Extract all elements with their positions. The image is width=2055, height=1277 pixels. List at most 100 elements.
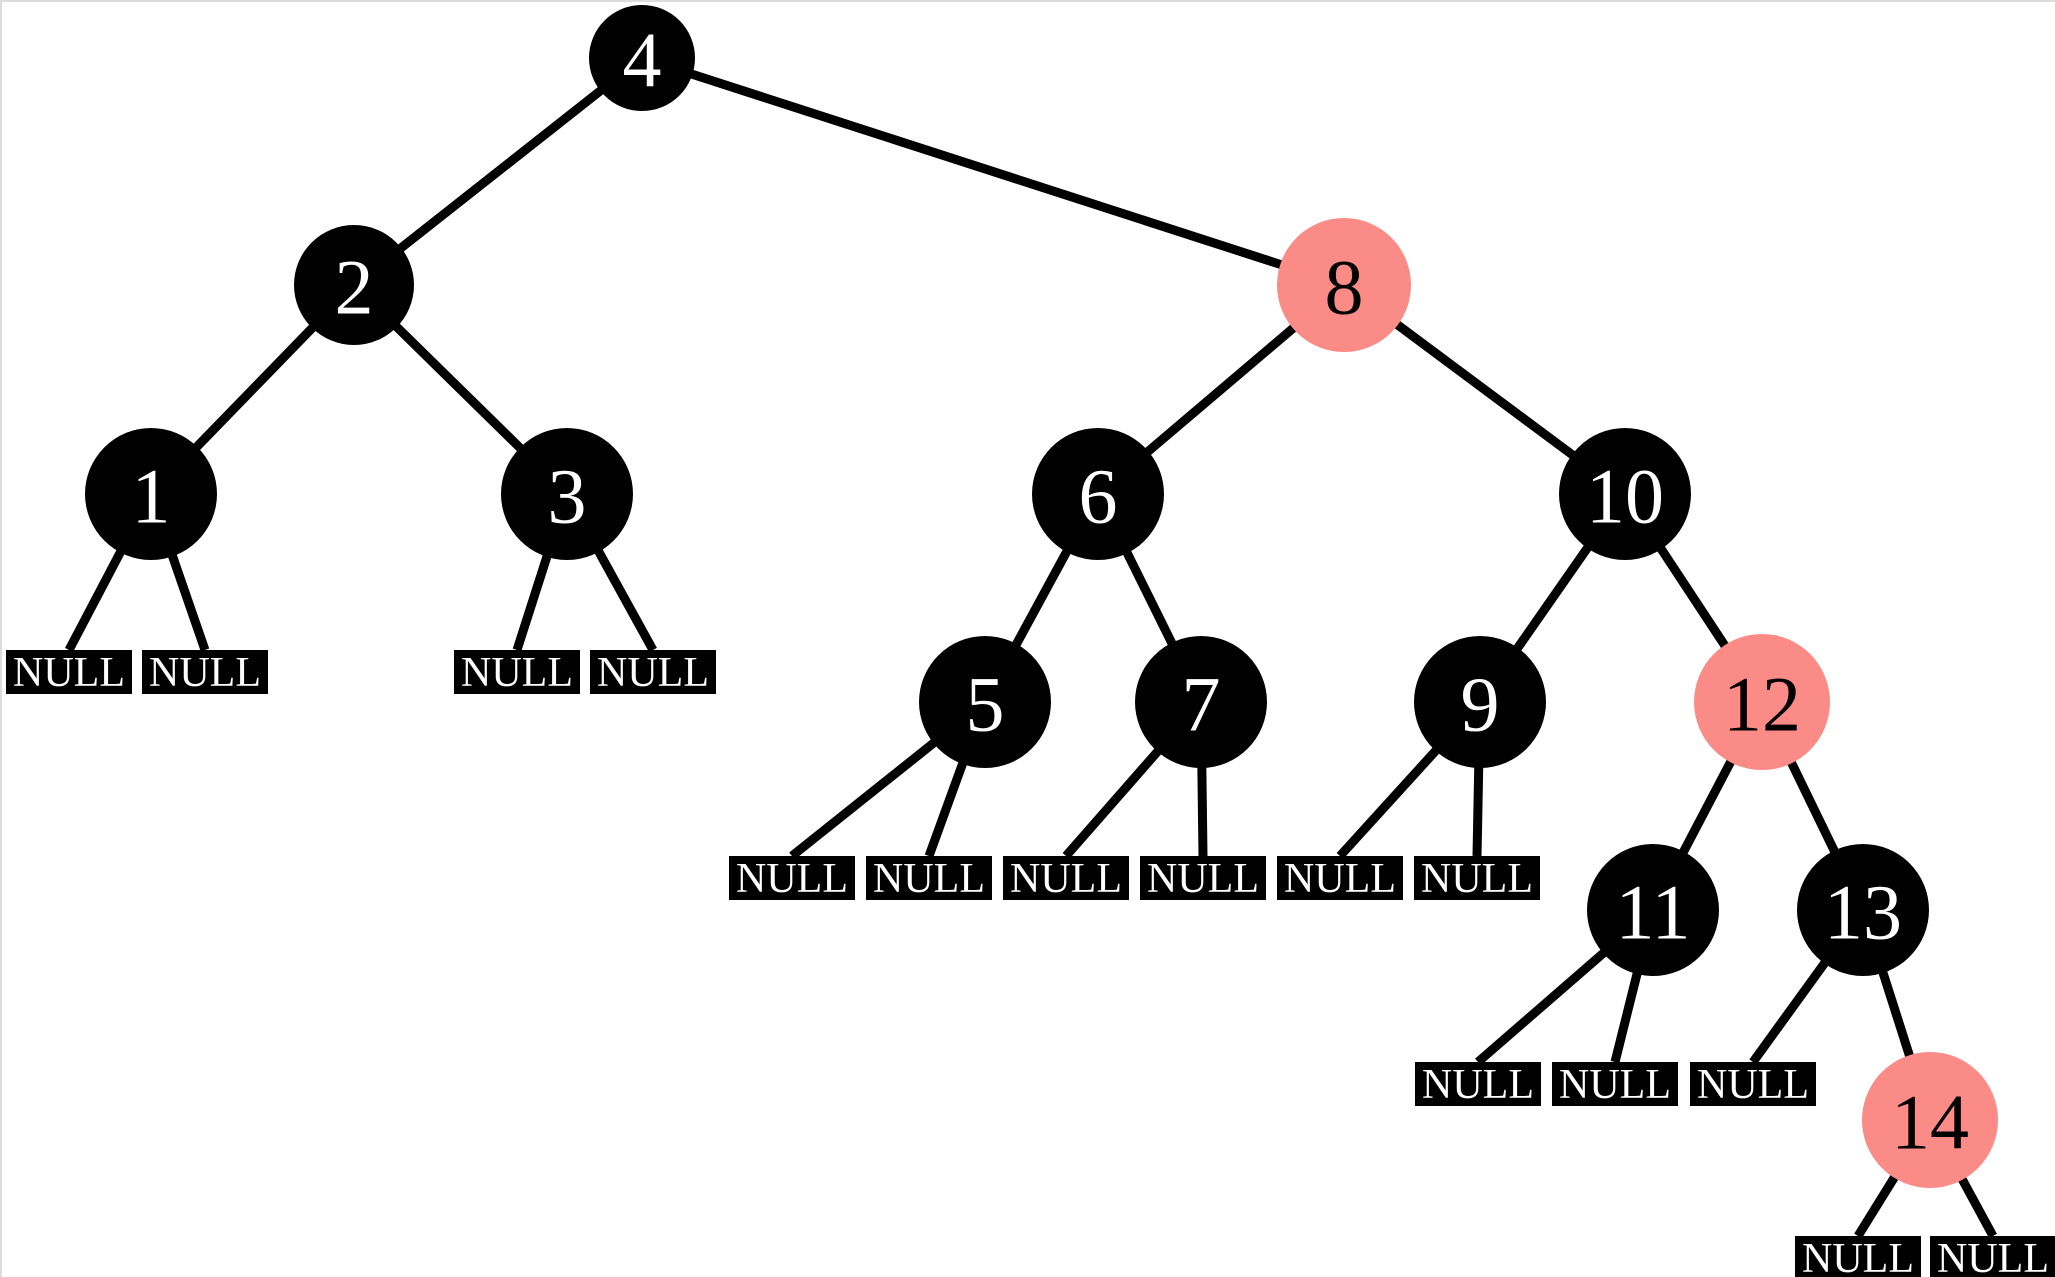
tree-node-2[interactable]: 2 [294, 225, 414, 345]
tree-node-14[interactable]: 14 [1862, 1052, 1998, 1188]
null-node-label: NULL [1937, 1236, 2049, 1277]
tree-node-8[interactable]: 8 [1277, 218, 1411, 352]
null-node: NULL [1795, 1236, 1921, 1277]
null-node-label: NULL [461, 650, 573, 696]
tree-edge [1385, 314, 1585, 466]
node-label: 13 [1824, 869, 1902, 956]
tree-node-7[interactable]: 7 [1135, 636, 1267, 768]
node-circle-black[interactable] [1414, 636, 1546, 768]
node-circle-black[interactable] [1559, 428, 1691, 560]
tree-edge [1507, 535, 1598, 661]
tree-edge [1006, 539, 1077, 657]
null-node-box [1415, 1062, 1541, 1106]
tree-edge [1197, 756, 1208, 857]
null-node-box [1930, 1236, 2055, 1277]
tree-node-6[interactable]: 6 [1032, 428, 1164, 560]
tree-edge [1782, 750, 1844, 864]
null-node-label: NULL [597, 650, 709, 696]
null-node: NULL [1414, 856, 1540, 902]
null-node-label: NULL [1802, 1236, 1914, 1277]
tree-node-3[interactable]: 3 [501, 428, 633, 560]
node-circle-black[interactable] [589, 5, 695, 111]
null-node: NULL [590, 650, 716, 696]
node-circle-red[interactable] [1277, 218, 1411, 352]
null-node-label: NULL [13, 650, 125, 696]
null-node-box [142, 650, 268, 694]
node-circle-red[interactable] [1862, 1052, 1998, 1188]
tree-edge [1136, 317, 1306, 463]
null-node-label: NULL [1421, 856, 1533, 902]
null-node: NULL [454, 650, 580, 696]
node-label: 5 [966, 661, 1005, 748]
null-node-box [6, 650, 132, 694]
node-circle-black[interactable] [85, 428, 217, 560]
null-node: NULL [1930, 1236, 2055, 1277]
tree-edge [1336, 739, 1447, 860]
tree-node-5[interactable]: 5 [919, 636, 1051, 768]
node-circle-black[interactable] [1587, 844, 1719, 976]
null-node-box [1690, 1062, 1816, 1106]
null-node: NULL [1003, 856, 1129, 902]
node-circle-black[interactable] [1032, 428, 1164, 560]
node-label: 14 [1891, 1079, 1969, 1166]
tree-node-1[interactable]: 1 [85, 428, 217, 560]
tree-node-13[interactable]: 13 [1797, 844, 1929, 976]
null-node-box [1140, 856, 1266, 900]
tree-edge [1749, 951, 1835, 1065]
tree-edge [1117, 540, 1182, 656]
tree-node-4[interactable]: 4 [589, 5, 695, 111]
null-node-box [1414, 856, 1540, 900]
tree-edge [385, 316, 532, 460]
node-circle-black[interactable] [501, 428, 633, 560]
null-node-label: NULL [1010, 856, 1122, 902]
null-node-label: NULL [1559, 1062, 1671, 1108]
tree-edge [65, 539, 130, 653]
null-node-box [1795, 1236, 1921, 1277]
node-label: 12 [1723, 661, 1801, 748]
null-node-box [1277, 856, 1403, 900]
null-node-label: NULL [1422, 1062, 1534, 1108]
tree-edge [1475, 942, 1616, 1066]
node-label: 8 [1325, 244, 1364, 331]
tree-node-10[interactable]: 10 [1559, 428, 1691, 560]
node-label: 1 [132, 453, 171, 540]
null-node: NULL [1277, 856, 1403, 902]
tree-node-12[interactable]: 12 [1694, 634, 1830, 770]
null-node: NULL [142, 650, 268, 696]
node-label: 3 [548, 453, 587, 540]
node-circle-black[interactable] [919, 636, 1051, 768]
tree-node-9[interactable]: 9 [1414, 636, 1546, 768]
tree-edge [1952, 1166, 1997, 1239]
tree-node-11[interactable]: 11 [1587, 844, 1719, 976]
node-label: 11 [1615, 869, 1690, 956]
null-node-label: NULL [736, 856, 848, 902]
tree-edge [512, 544, 555, 652]
tree-edge [1610, 961, 1645, 1064]
node-circle-black[interactable] [1135, 636, 1267, 768]
null-node: NULL [6, 650, 132, 696]
null-node: NULL [1690, 1062, 1816, 1108]
node-circle-black[interactable] [1797, 844, 1929, 976]
node-circle-black[interactable] [294, 225, 414, 345]
null-node-label: NULL [1697, 1062, 1809, 1108]
tree-edge [1674, 749, 1741, 865]
null-node: NULL [1415, 1062, 1541, 1108]
tree-edge [681, 67, 1294, 273]
node-circle-red[interactable] [1694, 634, 1830, 770]
null-node-label: NULL [873, 856, 985, 902]
null-node-box [729, 856, 855, 900]
node-label: 4 [623, 17, 662, 104]
tree-edge [185, 317, 323, 459]
null-node-label: NULL [1147, 856, 1259, 902]
null-node: NULL [866, 856, 992, 902]
tree-edge [1651, 536, 1736, 658]
null-node-box [866, 856, 992, 900]
tree-edge [1854, 1165, 1905, 1239]
null-nodes-layer: NULL NULL NULL NULL NULL NULL NULL NULL NULL NULL… [6, 650, 2055, 1277]
tree-edge [389, 81, 611, 259]
tree-edge [164, 543, 210, 652]
null-node-label: NULL [149, 650, 261, 696]
